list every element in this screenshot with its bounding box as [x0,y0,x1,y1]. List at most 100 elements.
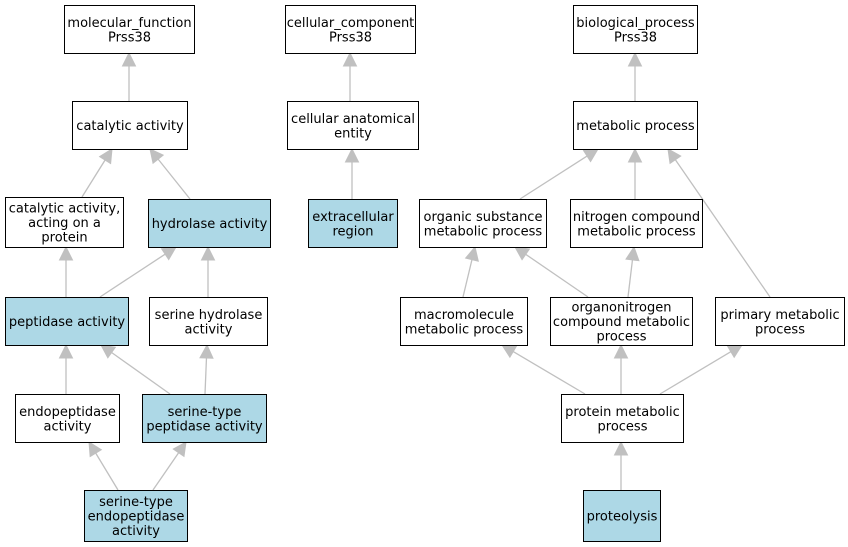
node-label-line: process [597,330,647,345]
edge-arrowhead [613,440,629,456]
edge-line [152,452,180,491]
edge-ext-to-cae [344,147,360,199]
node-box [308,199,398,248]
node-label-line: activity [44,419,92,434]
node-cat[interactable]: catalytic activity [72,101,188,150]
node-label-line: nitrogen compound [573,210,700,225]
edge-serte-to-endo [88,441,119,491]
edge-arrowhead [613,343,629,359]
edge-prot-to-macro [501,344,586,395]
edge-arrowhead [726,344,743,359]
node-label-line: activity [112,524,160,539]
node-label-line: compound metabolic [553,315,690,330]
edge-line [674,159,771,298]
edge-line [157,158,191,200]
edge-arrowhead [58,343,74,359]
node-label-line: proteolysis [587,510,658,525]
node-label-line: organic substance [424,210,543,225]
edge-proteo-to-prot [613,440,629,490]
node-label-line: metabolic process [405,322,524,337]
edge-ncm-to-met [627,147,643,199]
edge-line [95,452,119,491]
node-met[interactable]: metabolic process [573,101,698,150]
node-label-line: serine-type [168,405,242,420]
node-proteo[interactable]: proteolysis [583,490,661,542]
edge-line [204,357,208,395]
edge-arrowhead [627,147,643,163]
node-label-line: region [332,224,373,239]
node-label-line: primary metabolic [720,308,839,323]
node-box [715,297,845,346]
node-label-line: endopeptidase [88,510,185,525]
node-label-line: macromolecule [414,308,514,323]
edge-hyd-to-cat [149,148,191,200]
edge-pep-to-hyd [99,246,177,298]
node-box [550,297,693,346]
node-box [15,394,120,443]
node-box [570,199,703,248]
edge-line [111,351,171,395]
edge-line [519,155,588,200]
node-label-line: peptidase activity [9,315,126,330]
node-box [142,394,267,443]
node-label-line: catalytic activity [76,119,184,134]
node-box [5,297,129,346]
edge-arrowhead [200,245,216,261]
node-box [287,101,419,150]
node-box [573,5,698,54]
node-label-line: biological_process [576,16,695,31]
edge-met-to-bp [627,51,643,101]
node-box [285,5,416,54]
node-hyd[interactable]: hydrolase activity [148,199,271,248]
node-label-line: metabolic process [424,224,543,239]
edge-line [659,351,732,395]
edge-line [81,159,106,198]
node-label-line: peptidase activity [146,419,263,434]
edge-arrowhead [160,246,177,261]
node-label-line: Prss38 [329,30,372,45]
node-label-line: entity [334,126,372,141]
node-label-line: organonitrogen [572,301,672,316]
edge-arrowhead [199,343,214,359]
edge-arrowhead [501,344,518,359]
node-label-line: process [755,322,805,337]
edge-arrowhead [464,245,479,262]
node-label-line: molecular_function [67,16,191,31]
node-label-line: cellular anatomical [291,112,415,127]
node-pep[interactable]: peptidase activity [5,297,129,346]
node-label-line: process [598,419,648,434]
edge-line [627,259,634,298]
edge-orgn-to-osm [514,246,589,298]
node-label-line: endopeptidase [19,405,116,420]
node-label-line: acting on a [28,216,101,231]
node-label-line: metabolic process [577,224,696,239]
edge-prot-to-prim [659,344,743,395]
node-label-line: metabolic process [576,119,695,134]
edge-arrowhead [149,148,165,165]
edge-arrowhead [100,344,117,359]
edge-endo-to-pep [58,343,74,394]
edge-sertp-to-serh [199,343,214,395]
edge-arrowhead [582,148,599,163]
edge-arrowhead [342,51,358,67]
edges-layer [58,51,771,491]
node-label-line: serine hydrolase [155,308,263,323]
edge-arrowhead [121,51,137,67]
